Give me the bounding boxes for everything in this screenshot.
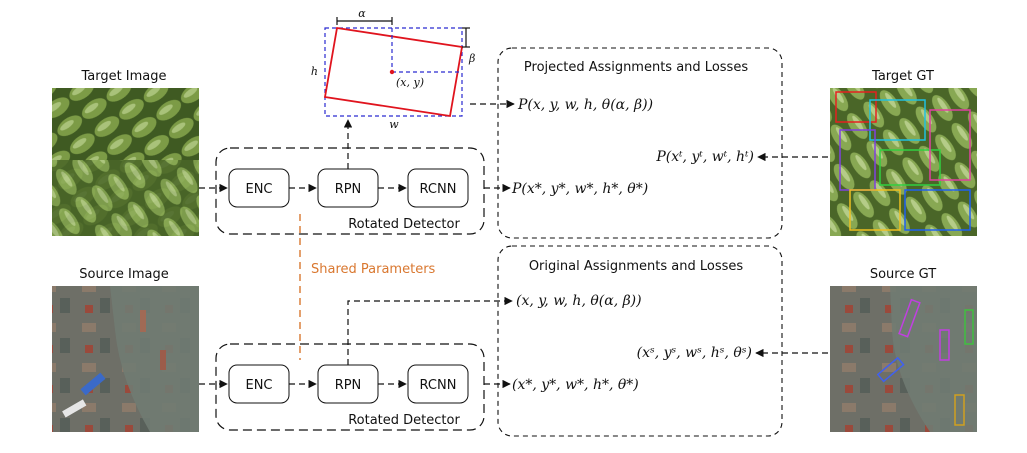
original-panel-title: Original Assignments and Losses [529,259,744,274]
rotated-box-figure: α β h w (x, y) [311,7,475,131]
top-rcnn-box [407,168,469,208]
target-image-label: Target Image [80,69,166,84]
target-gt-image [830,88,977,236]
source-gt-image [830,286,977,432]
projected-panel-title: Projected Assignments and Losses [524,60,748,75]
top-rpn-label: RPN [335,182,362,197]
arrow-bottom-rpn-to-output [347,296,513,365]
bottom-rpn-label: RPN [335,378,362,393]
bottom-enc-label: ENC [245,378,272,393]
beta-label: β [468,52,475,65]
bottom-rcnn-box [407,364,469,404]
center-dot [389,69,395,75]
projected-rcnn-output: P(x*, y*, w*, h*, θ*) [511,181,648,197]
projected-panel [497,47,783,239]
original-rpn-output: (x, y, w, h, θ(α, β)) [516,293,642,309]
top-detector-caption: Rotated Detector [348,217,460,232]
original-source-gt-input: (xˢ, yˢ, wˢ, hˢ, θˢ) [637,345,752,361]
source-image [52,286,199,432]
top-detector-frame [215,147,485,235]
shared-parameters-label: Shared Parameters [311,262,436,277]
source-image-label: Source Image [79,267,169,282]
projected-rpn-output: P(x, y, w, h, θ(α, β)) [517,97,653,113]
top-enc-label: ENC [245,182,272,197]
w-label: w [389,118,399,131]
rotated-box [323,26,464,118]
axis-aligned-box [324,27,463,117]
projected-target-gt-input: P(xᵗ, yᵗ, wᵗ, hᵗ) [655,149,754,165]
target-gt-label: Target GT [871,69,934,84]
center-label: (x, y) [396,76,424,89]
alpha-label: α [358,7,366,20]
original-rcnn-output: (x*, y*, w*, h*, θ*) [512,377,639,393]
bottom-rcnn-label: RCNN [420,378,457,393]
h-label: h [311,65,318,78]
top-rcnn-label: RCNN [420,182,457,197]
original-panel [497,245,783,437]
bottom-detector-caption: Rotated Detector [348,413,460,428]
bottom-detector-frame [215,343,485,431]
target-image [52,88,199,236]
source-gt-label: Source GT [870,267,936,282]
